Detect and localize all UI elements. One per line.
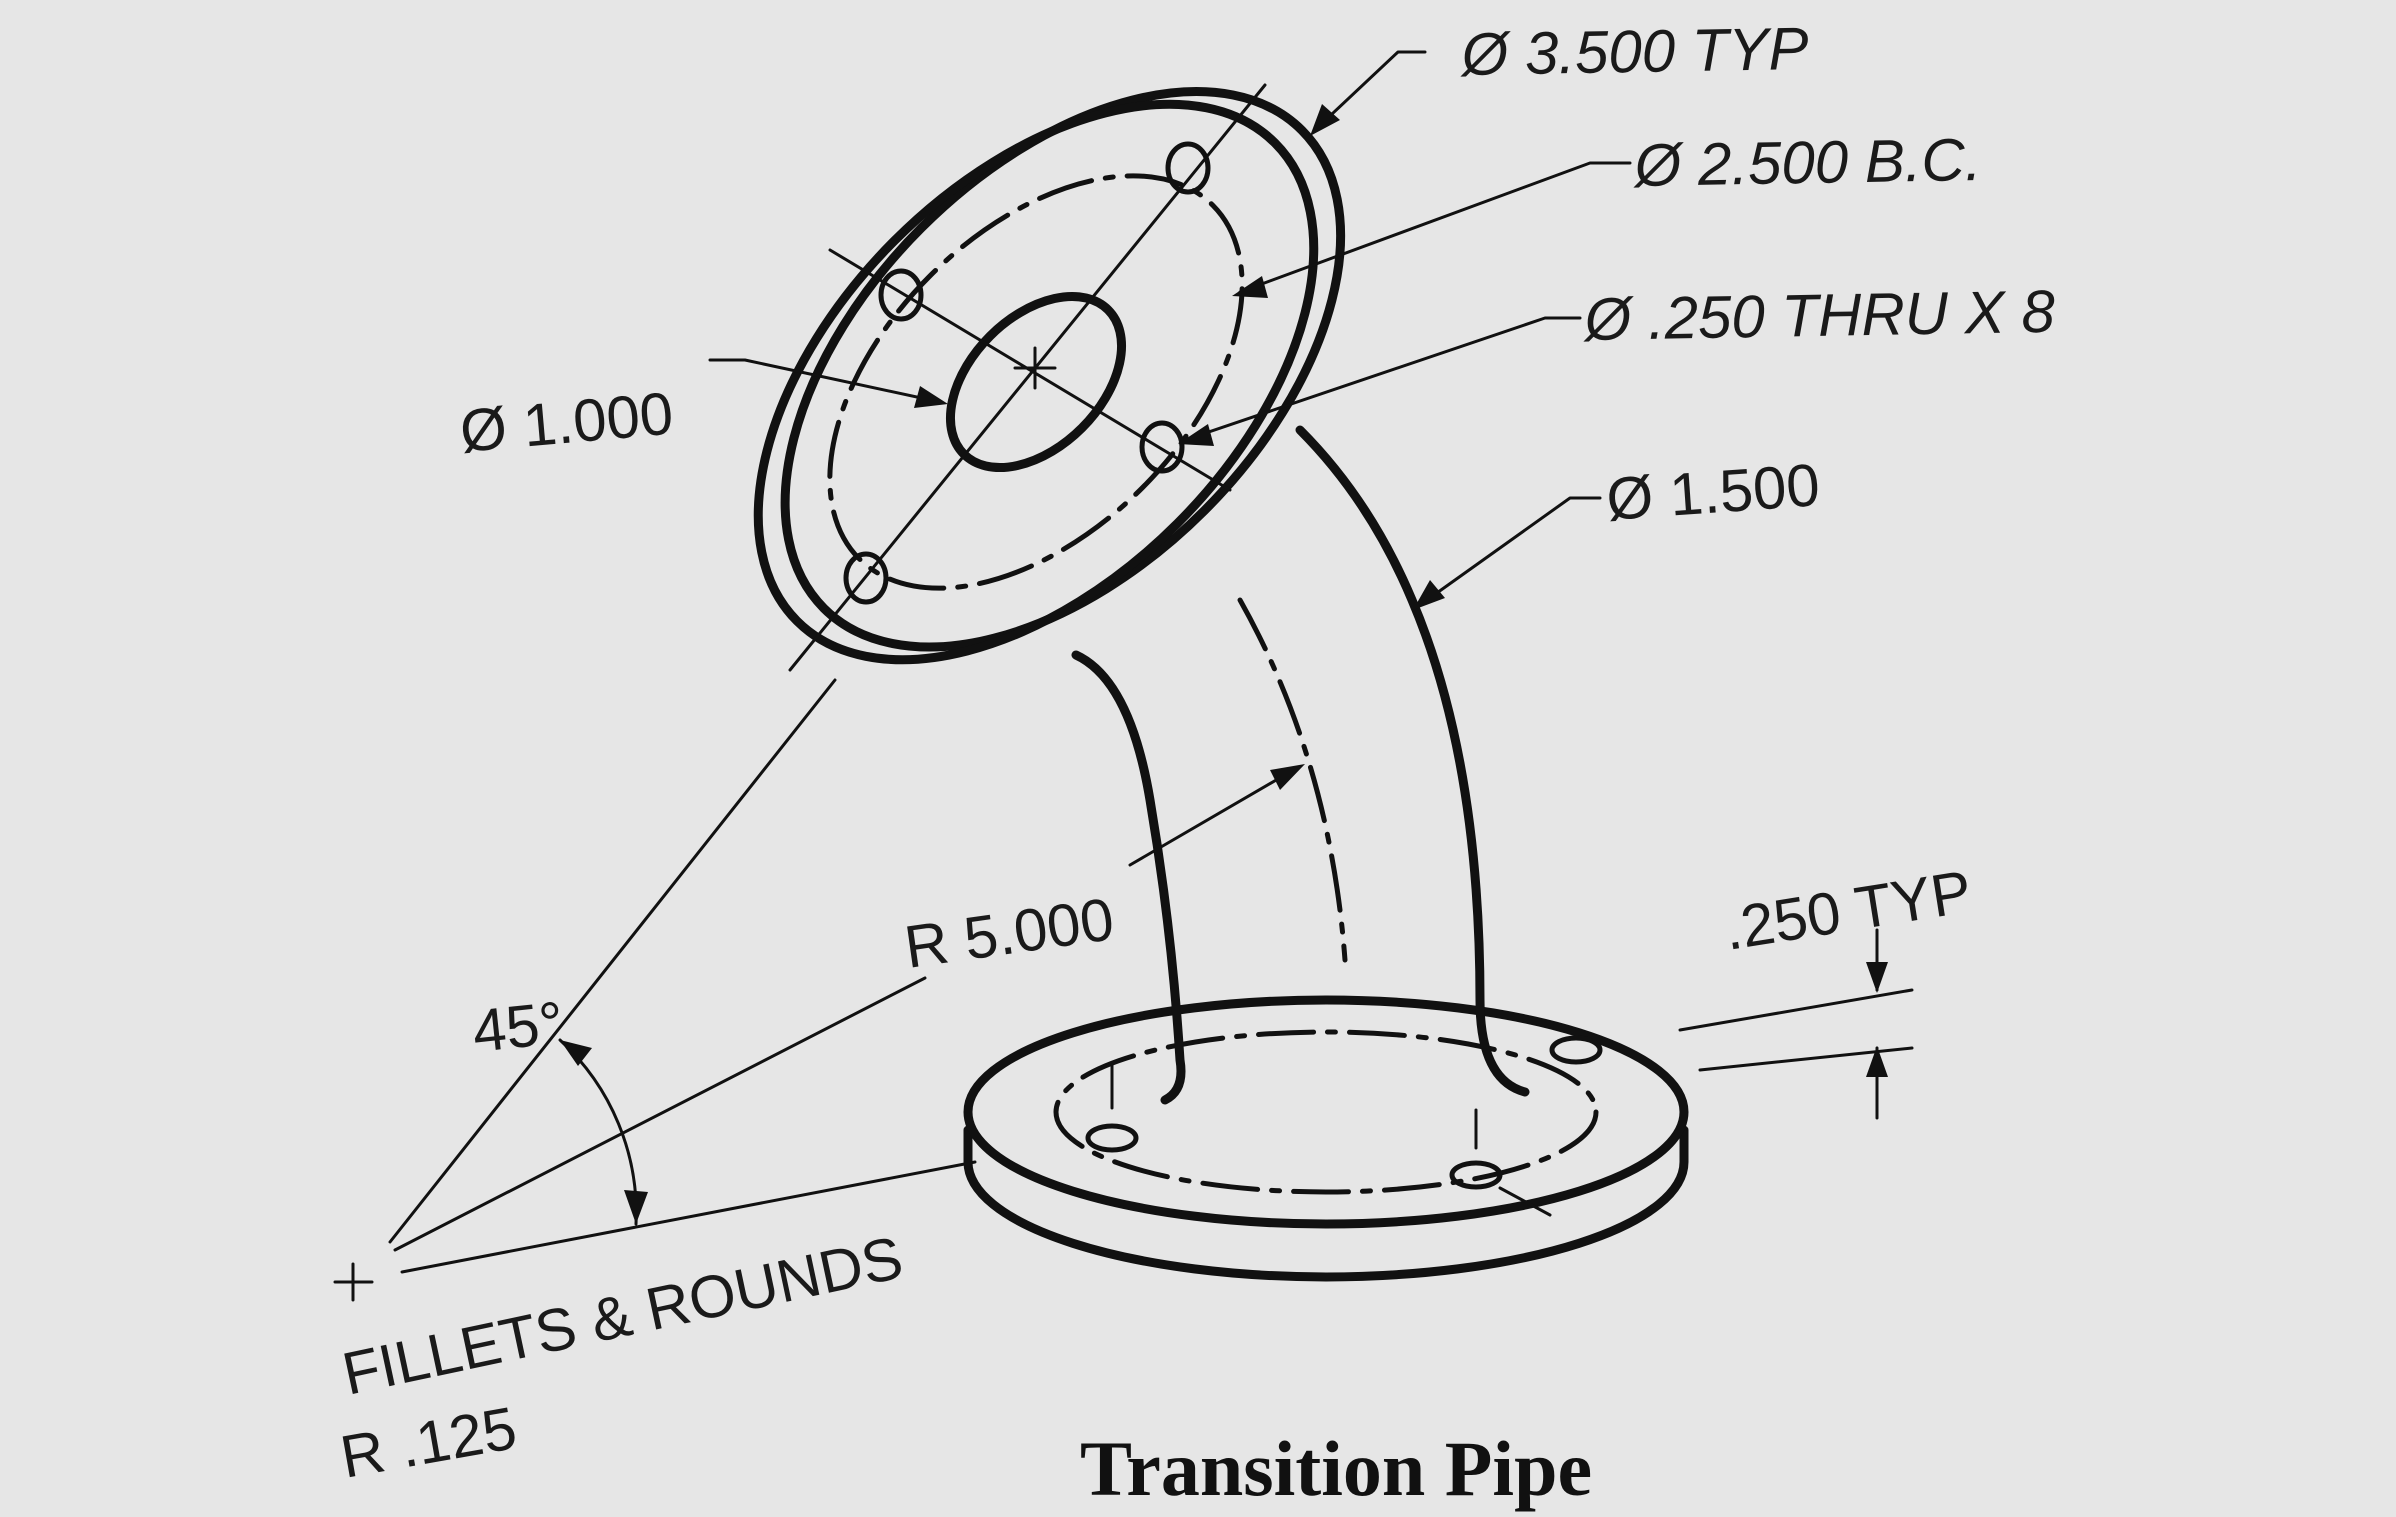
labels: Ø 3.500 TYP Ø 2.500 B.C. Ø .250 THRU X 8… [336,15,2056,1512]
drawing-title: Transition Pipe [1080,1425,1592,1512]
angle-label: 45° [469,989,566,1065]
top-hole-1 [1165,141,1211,195]
top-hole-4 [843,551,889,605]
fillets-note-line1: FILLETS & ROUNDS [337,1224,909,1408]
bottom-bolt-circle [1053,1029,1599,1195]
pipe-inner-edge [1071,650,1186,1105]
bottom-flange [963,995,1689,1282]
holes-leader [1183,316,1582,442]
base-axis-line [400,1160,977,1274]
top-centerline-1 [828,248,1232,492]
thickness-arrow-bottom [1866,1046,1888,1077]
flange-od-arrow [1310,104,1340,136]
thickness-arrow-top [1866,962,1888,993]
holes-arrow [1178,424,1214,446]
top-flange-back-edge [780,87,1346,652]
angle-arrow-bottom [624,1190,648,1224]
bottom-flange-top [963,995,1689,1229]
pipe-od-arrow [1413,580,1445,610]
top-hole-3 [1139,420,1185,474]
top-hole-2 [878,268,924,322]
bore-arrow [914,386,948,408]
holes-label: Ø .250 THRU X 8 [1582,278,2056,353]
radius-line [393,976,927,1252]
bottom-flange-side [963,1125,1689,1282]
radius-arrow [1270,764,1305,790]
angle-arrow-top [560,1040,592,1066]
pipe-od-leader [1418,496,1602,607]
bolt-circle-label: Ø 2.500 B.C. [1632,126,1982,199]
bend-construction-lines [333,678,1305,1302]
pipe-outer-edge [1295,425,1530,1097]
top-flange-face [753,99,1319,665]
bend-radius-label: R 5.000 [900,885,1117,981]
bottom-hole-1 [1085,1123,1139,1153]
fillets-note-line2: R .125 [336,1394,522,1491]
bottom-hole-3 [1549,1035,1603,1065]
leaders [708,50,1914,1120]
upper-axis-line [388,678,837,1244]
flange-od-leader [1313,50,1427,132]
top-bolt-circle [827,173,1245,591]
flange-od-label: Ø 3.500 TYP [1459,15,1809,88]
bottom-hole-2 [1449,1160,1503,1190]
bolt-circle-leader [1238,161,1632,294]
pipe-od-label: Ø 1.500 [1604,451,1822,533]
bottom-center-tick-3 [1498,1186,1552,1217]
pipe-elbow [1071,425,1530,1105]
top-centerline-2 [788,83,1267,672]
bore-label: Ø 1.000 [457,380,676,465]
bore-leader [708,358,942,404]
thickness-ext-top [1678,988,1914,1032]
thickness-label: .250 TYP [1720,858,1976,963]
bolt-circle-arrow [1232,276,1268,298]
pipe-centerline [1237,597,1348,963]
top-flange [753,83,1346,672]
